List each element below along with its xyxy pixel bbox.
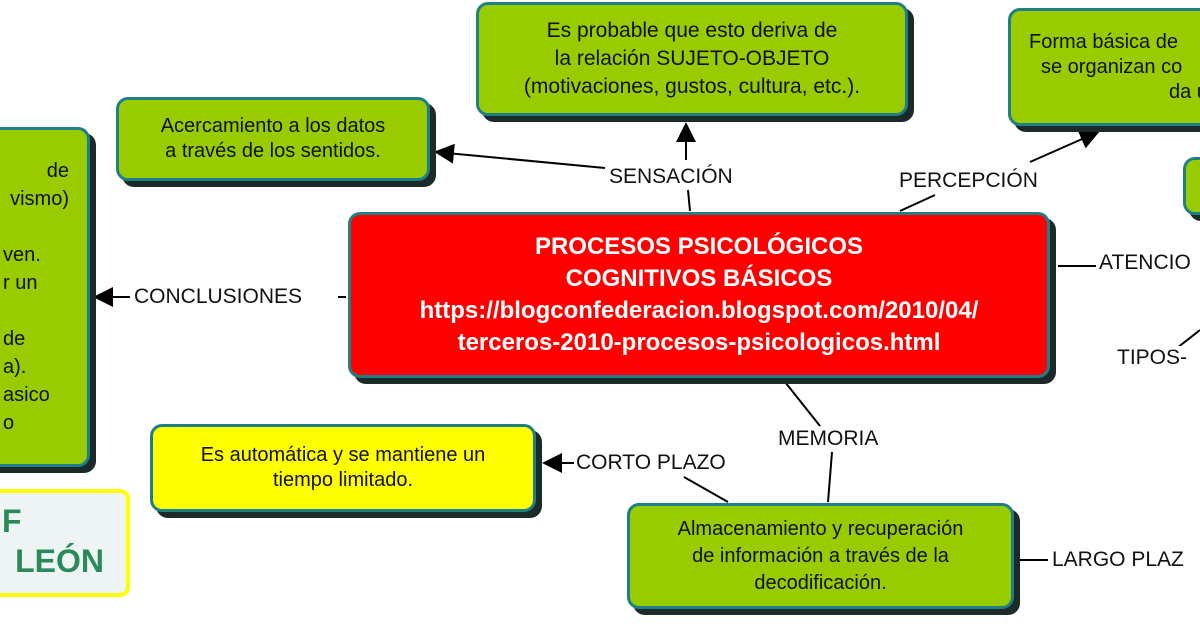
node-text: a). [3,356,27,378]
node-text: o [3,412,15,434]
node-text: se organizan co [1041,55,1183,78]
center-url[interactable]: terceros-2010-procesos-psicologicos.html [457,329,941,356]
center-node[interactable]: PROCESOS PSICOLÓGICOS COGNITIVOS BÁSICOS… [348,212,1050,378]
node-text: de [46,160,69,182]
node-text: Almacenamiento y recuperación [677,517,964,540]
node-text: la relación SUJETO-OBJETO [554,47,830,70]
link-percepcion: PERCEPCIÓN [899,169,1038,193]
node-text: (motivaciones, gustos, cultura, etc.). [523,75,861,98]
center-title: PROCESOS PSICOLÓGICOS [534,233,864,260]
node-sensacion-def[interactable]: Acercamiento a los datos a través de los… [116,97,430,181]
node-text: da u [1169,80,1200,103]
legend-text: LEÓN [15,543,104,579]
link-atencion: ATENCIO [1099,251,1191,275]
link-sensacion: SENSACIÓN [609,165,733,189]
node-text: ven. [3,244,41,266]
node-text: de [3,328,26,350]
center-title: COGNITIVOS BÁSICOS [565,265,833,292]
node-text: Acercamiento a los datos [160,115,386,137]
legend-box: F LEÓN [0,489,130,597]
center-url[interactable]: https://blogconfederacion.blogspot.com/2… [419,297,979,324]
node-text: vismo) [10,188,69,210]
node-percepcion-def[interactable]: Forma básica de se organizan co da u [1008,8,1200,126]
node-atencion-def[interactable] [1183,157,1200,215]
node-text: a través de los sentidos. [165,140,381,162]
node-text: de información a través de la [692,544,949,567]
node-text: Es probable que esto deriva de [546,19,838,42]
node-text: tiempo limitado. [272,469,414,491]
node-text: decodificación. [754,571,887,594]
node-text: Forma básica de [1029,30,1178,53]
link-tipos: TIPOS- [1117,346,1188,370]
link-memoria: MEMORIA [778,427,879,451]
node-text: r un [3,272,38,294]
node-sensacion-origin[interactable]: Es probable que esto deriva de la relaci… [476,2,908,116]
node-memoria-def[interactable]: Almacenamiento y recuperación de informa… [627,503,1014,609]
node-corto-plazo-def[interactable]: Es automática y se mantiene un tiempo li… [150,424,536,512]
link-corto-plazo: CORTO PLAZO [576,451,726,475]
legend-text: F [2,503,22,539]
link-conclusiones: CONCLUSIONES [134,285,303,309]
node-text: asico [3,384,50,406]
node-text: Es automática y se mantiene un [200,444,486,466]
link-largo-plazo: LARGO PLAZ [1052,548,1184,572]
node-conclusiones-def[interactable]: de vismo) ven. r un de a). asico o [0,127,90,467]
